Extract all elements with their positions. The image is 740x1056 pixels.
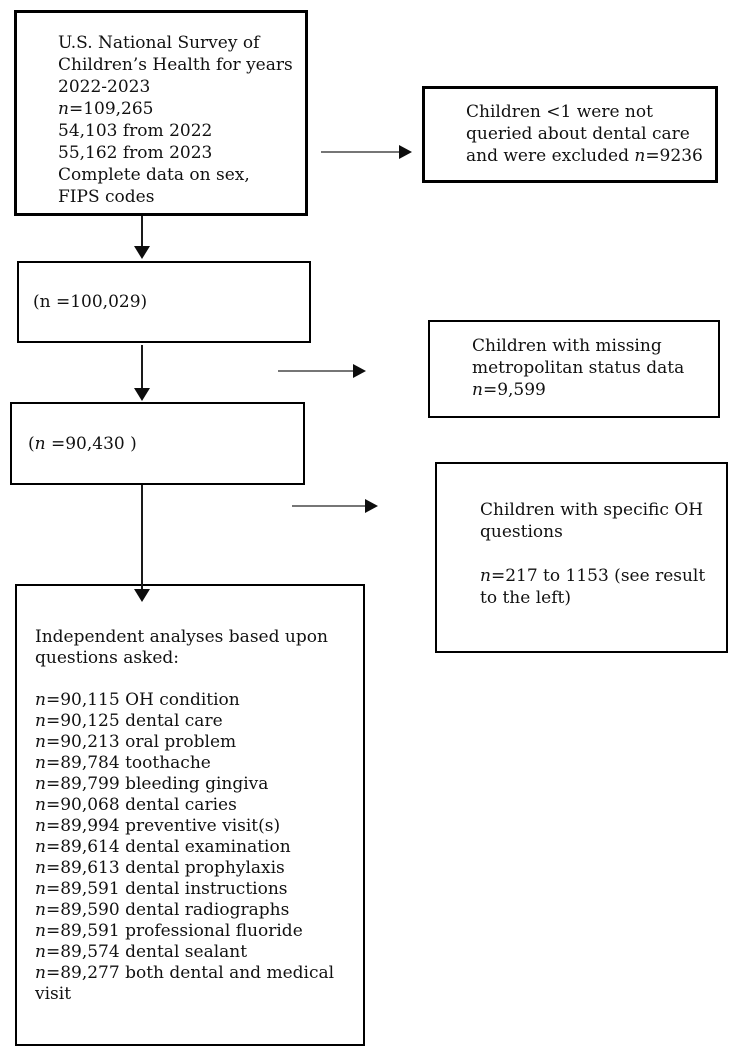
text-line: 54,103 from 2022	[58, 121, 213, 141]
text-line: Complete data on sex,	[58, 165, 250, 185]
arrow-head-right-icon	[353, 364, 366, 378]
text-line: Children with missing	[472, 336, 662, 356]
text-line: n=89,591 dental instructions	[35, 879, 288, 899]
text-line: questions asked:	[35, 648, 180, 668]
text-line: n=109,265	[58, 99, 154, 119]
arrow-shaft	[141, 485, 143, 589]
text-line: 55,162 from 2023	[58, 143, 213, 163]
text-line: n=89,277 both dental and medical	[35, 963, 335, 983]
arrow-head-right-icon	[365, 499, 378, 513]
text-line: Independent analyses based upon	[35, 627, 328, 647]
text-line: (n =90,430 )	[28, 434, 137, 454]
arrow-head-down-icon	[134, 246, 150, 259]
text-line: n=89,994 preventive visit(s)	[35, 816, 281, 836]
text-line: n=89,574 dental sealant	[35, 942, 248, 962]
text-line: queried about dental care	[466, 124, 690, 144]
arrow-90430-to-analyses-icon	[134, 485, 150, 602]
text-line: n=90,115 OH condition	[35, 690, 240, 710]
arrow-head-right-icon	[399, 145, 412, 159]
text-line: Children with specific OH	[480, 500, 704, 520]
text-line: questions	[480, 522, 563, 542]
text-line: FIPS codes	[58, 187, 155, 207]
text-line: n=89,591 professional fluoride	[35, 921, 303, 941]
text-line: 2022-2023	[58, 77, 151, 97]
arrow-shaft	[141, 216, 143, 246]
text-line: n=90,213 oral problem	[35, 732, 237, 752]
box-n-90430: (n =90,430 )	[10, 402, 305, 485]
arrow-shaft	[292, 505, 365, 507]
arrow-shaft	[321, 151, 399, 153]
text-line: metropolitan status data	[472, 358, 685, 378]
arrow-shaft	[278, 370, 353, 372]
text-line	[480, 543, 720, 565]
text-line: U.S. National Survey of	[58, 33, 260, 53]
text-line: n=217 to 1153 (see result	[480, 566, 706, 586]
arrow-survey-to-excluded-icon	[321, 145, 412, 159]
text-line: n=90,068 dental caries	[35, 795, 237, 815]
text-line: n=89,784 toothache	[35, 753, 211, 773]
text-line: n=89,613 dental prophylaxis	[35, 858, 285, 878]
arrow-shaft	[141, 345, 143, 388]
arrow-head-down-icon	[134, 388, 150, 401]
arrow-to-missing-metro-icon	[278, 364, 366, 378]
text-line	[35, 669, 357, 690]
box-n-100029: (n =100,029)	[17, 261, 311, 343]
text-line: to the left)	[480, 588, 571, 608]
arrow-head-down-icon	[134, 589, 150, 602]
text-line: Children’s Health for years	[58, 55, 293, 75]
text-line: n=9,599	[472, 380, 546, 400]
text-line: n=89,590 dental radiographs	[35, 900, 290, 920]
arrow-to-oh-questions-icon	[292, 499, 378, 513]
text-line: n=90,125 dental care	[35, 711, 223, 731]
arrow-100029-to-90430-icon	[134, 345, 150, 401]
text-line: visit	[35, 984, 72, 1004]
text-line: n=89,614 dental examination	[35, 837, 291, 857]
text-line: Children <1 were not	[466, 102, 653, 122]
text-line: (n =100,029)	[33, 292, 148, 312]
arrow-survey-to-100029-icon	[134, 216, 150, 259]
text-line: and were excluded n=9236	[466, 146, 703, 166]
text-line: n=89,799 bleeding gingiva	[35, 774, 269, 794]
